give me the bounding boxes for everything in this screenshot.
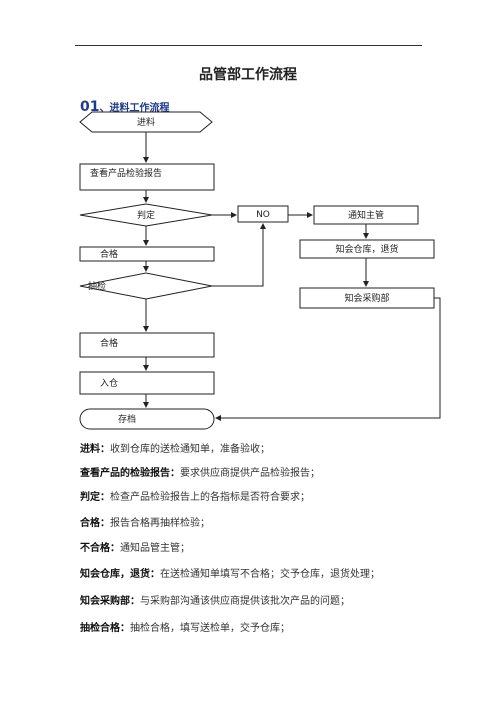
archive-label: 存档	[118, 413, 136, 425]
description-line: 进料：收到仓库的送检通知单，准备验收；	[80, 440, 270, 455]
notify-warehouse-label: 知会仓库，退货	[335, 243, 398, 255]
check-report-label: 查看产品检验报告	[90, 167, 162, 179]
description-line: 判定：检查产品检验报告上的各指标是否符合要求；	[80, 488, 310, 503]
description-text: 与采购部沟通该供应商提供该批次产品的问题；	[140, 596, 350, 607]
section-heading: 01、进料工作流程	[80, 99, 169, 115]
page-title: 品管部工作流程	[199, 67, 297, 83]
description-line: 不合格：通知品管主管；	[80, 539, 190, 554]
description-term: 合格：	[80, 518, 110, 529]
description-line: 知会采购部：与采购部沟通该供应商提供该批次产品的问题；	[80, 592, 350, 607]
header-rule	[75, 45, 422, 46]
start-label: 进料	[137, 116, 155, 128]
connector	[215, 297, 441, 421]
section-number: 01	[80, 99, 100, 115]
archive-node	[79, 408, 215, 430]
stock-in-label: 入仓	[100, 377, 118, 389]
description-line: 合格：报告合格再抽样检验；	[80, 514, 210, 529]
start-node	[79, 111, 213, 133]
no-label: NO	[256, 210, 270, 220]
description-text: 报告合格再抽样检验；	[110, 518, 210, 529]
qualified-2-node	[79, 332, 215, 358]
description-text: 检查产品检验报告上的各指标是否符合要求；	[110, 492, 310, 503]
description-text: 收到仓库的送检通知单，准备验收；	[110, 444, 270, 455]
description-term: 判定：	[80, 492, 110, 503]
description-term: 进料：	[80, 444, 110, 455]
description-line: 抽检合格：抽检合格，填写送检单，交予仓库；	[80, 619, 290, 634]
description-term: 知会仓库，退货：	[80, 569, 160, 580]
description-text: 通知品管主管；	[120, 543, 190, 554]
description-term: 查看产品的检验报告：	[80, 468, 180, 479]
connector	[212, 223, 266, 287]
no-node	[237, 205, 289, 223]
description-line: 知会仓库，退货：在送检通知单填写不合格；交予仓库，退货处理；	[80, 565, 380, 580]
description-term: 不合格：	[80, 543, 120, 554]
section-title: 、进料工作流程	[99, 103, 170, 114]
description-text: 在送检通知单填写不合格；交予仓库，退货处理；	[160, 569, 380, 580]
judge-label: 判定	[137, 209, 155, 221]
qualified-1-node	[79, 246, 215, 262]
qualified-1-label: 合格	[100, 248, 118, 260]
description-term: 知会采购部：	[80, 596, 140, 607]
description-text: 抽检合格，填写送检单，交予仓库；	[130, 623, 290, 634]
description-line: 查看产品的检验报告：要求供应商提供产品检验报告；	[80, 464, 320, 479]
notify-warehouse-node	[299, 239, 435, 259]
description-text: 要求供应商提供产品检验报告；	[180, 468, 320, 479]
description-term: 抽检合格：	[80, 623, 130, 634]
notify-purchasing-label: 知会采购部	[344, 292, 389, 304]
notify-supervisor-label: 通知主管	[348, 209, 384, 221]
stock-in-node	[79, 371, 215, 395]
sampling-label: 抽检	[88, 280, 106, 292]
check-report-node	[79, 163, 215, 191]
qualified-2-label: 合格	[100, 337, 118, 349]
